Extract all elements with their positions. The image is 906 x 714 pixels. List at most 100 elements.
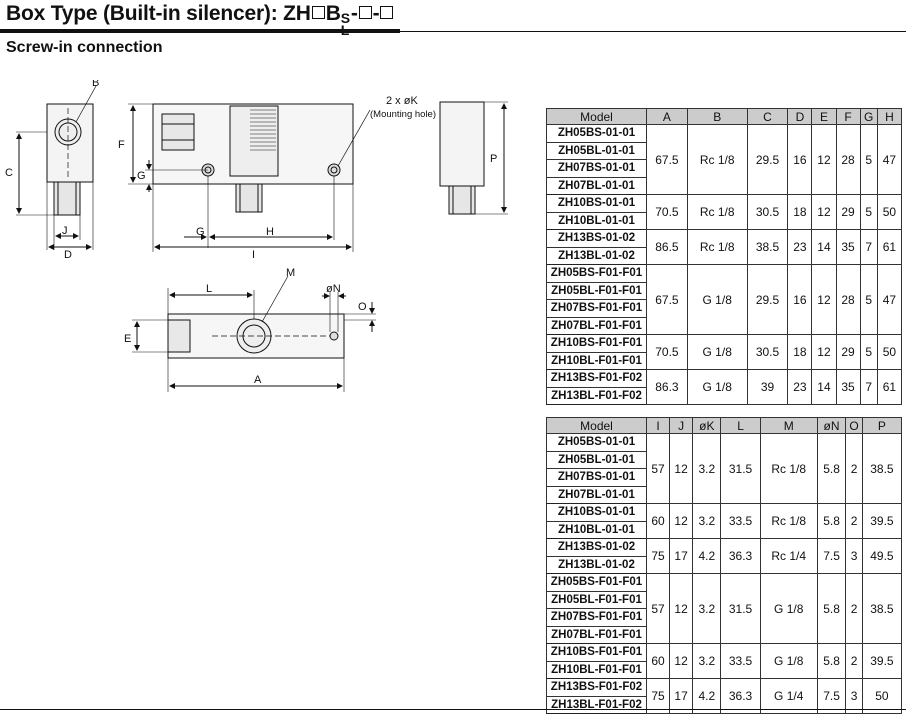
column-header: P [861, 417, 903, 434]
model-cell: ZH10BL-F01-F01 [546, 660, 647, 679]
model-cell: ZH10BL-F01-F01 [546, 351, 647, 370]
model-cell: ZH05BL-01-01 [546, 141, 647, 160]
value-cell: 7.5 [816, 678, 847, 714]
front-view [128, 103, 371, 252]
value-cell: 2 [845, 433, 863, 504]
label-O: O [358, 301, 367, 313]
value-cell: Rc 1/8 [686, 229, 748, 265]
table-row: ZH10BL-01-01 [546, 520, 902, 539]
value-cell: 12 [811, 334, 837, 370]
value-cell: 47 [876, 264, 903, 335]
value-cell: 12 [669, 643, 694, 679]
dimension-drawing: B C J D F G G H I 2 x øK (Mounting hole)… [5, 80, 508, 392]
value-cell: 30.5 [746, 194, 789, 230]
bottom-rule [0, 709, 906, 710]
value-cell: 7 [859, 229, 878, 265]
value-cell: 31.5 [720, 573, 761, 644]
title-suffix-stack: SL [340, 10, 350, 37]
label-P: P [490, 153, 497, 165]
value-cell: 35 [835, 229, 861, 265]
column-header: Model [546, 417, 647, 434]
model-cell: ZH05BS-F01-F01 [546, 264, 647, 283]
value-cell: Rc 1/4 [759, 538, 818, 574]
value-cell: 29.5 [746, 124, 789, 195]
model-cell: ZH07BS-F01-F01 [546, 608, 647, 627]
value-cell: 5 [859, 194, 878, 230]
value-cell: 5.8 [816, 643, 847, 679]
label-F: F [118, 139, 125, 151]
value-cell: G 1/8 [686, 369, 748, 405]
model-cell: ZH13BL-F01-F02 [546, 695, 647, 714]
model-cell: ZH07BS-01-01 [546, 159, 647, 178]
title-sup: S [340, 10, 350, 26]
value-cell: G 1/8 [686, 264, 748, 335]
model-cell: ZH05BS-01-01 [546, 124, 647, 143]
value-cell: 12 [669, 503, 694, 539]
value-cell: 60 [645, 643, 671, 679]
value-cell: Rc 1/8 [759, 503, 818, 539]
table-row: ZH05BL-F01-F01 [546, 281, 902, 300]
value-cell: 49.5 [861, 538, 903, 574]
value-cell: 75 [645, 538, 671, 574]
title-rule-thick [0, 29, 400, 33]
title-mid: B [325, 2, 341, 25]
value-cell: 29 [835, 194, 861, 230]
table-row: ZH07BS-01-01 [546, 159, 902, 178]
model-cell: ZH07BL-F01-F01 [546, 625, 647, 644]
value-cell: 4.2 [692, 678, 722, 714]
table-row: ZH10BL-01-01 [546, 211, 902, 230]
column-header: D [787, 108, 813, 125]
label-A: A [254, 374, 262, 386]
value-cell: 50 [876, 194, 903, 230]
value-cell: 14 [811, 369, 837, 405]
model-cell: ZH10BS-01-01 [546, 194, 647, 213]
title-prefix: Box Type (Built-in silencer): ZH [6, 2, 311, 25]
value-cell: 3.2 [692, 433, 722, 504]
model-cell: ZH13BL-01-02 [546, 246, 647, 265]
value-cell: 33.5 [720, 643, 761, 679]
value-cell: 12 [669, 573, 694, 644]
value-cell: 29.5 [746, 264, 789, 335]
label-K: 2 x øK [386, 95, 418, 107]
top-view [132, 275, 376, 392]
value-cell: 17 [669, 678, 694, 714]
model-cell: ZH05BL-01-01 [546, 450, 647, 469]
value-cell: 38.5 [861, 433, 903, 504]
value-cell: 18 [787, 334, 813, 370]
value-cell: 16 [787, 264, 813, 335]
value-cell: 70.5 [646, 334, 688, 370]
value-cell: 5 [859, 124, 878, 195]
value-cell: 12 [811, 124, 837, 195]
model-cell: ZH10BL-01-01 [546, 211, 647, 230]
value-cell: Rc 1/8 [686, 194, 748, 230]
value-cell: 3.2 [692, 643, 722, 679]
table-row: ZH13BL-01-02 [546, 246, 902, 265]
value-cell: 39.5 [861, 643, 903, 679]
value-cell: 86.5 [646, 229, 688, 265]
value-cell: 14 [811, 229, 837, 265]
value-cell: Rc 1/8 [759, 433, 818, 504]
value-cell: 47 [876, 124, 903, 195]
value-cell: 75 [645, 678, 671, 714]
value-cell: 5 [859, 334, 878, 370]
table-row: ZH07BL-01-01 [546, 176, 902, 195]
column-header: O [845, 417, 863, 434]
model-cell: ZH10BS-01-01 [546, 503, 647, 522]
table-row: ZH05BL-F01-F01 [546, 590, 902, 609]
label-H: H [266, 226, 274, 238]
value-cell: 31.5 [720, 433, 761, 504]
value-cell: 16 [787, 124, 813, 195]
value-cell: 39 [746, 369, 789, 405]
column-header: C [746, 108, 789, 125]
value-cell: 38.5 [861, 573, 903, 644]
value-cell: 23 [787, 229, 813, 265]
value-cell: 2 [845, 643, 863, 679]
model-cell: ZH05BL-F01-F01 [546, 281, 647, 300]
model-cell: ZH13BS-01-02 [546, 538, 647, 557]
